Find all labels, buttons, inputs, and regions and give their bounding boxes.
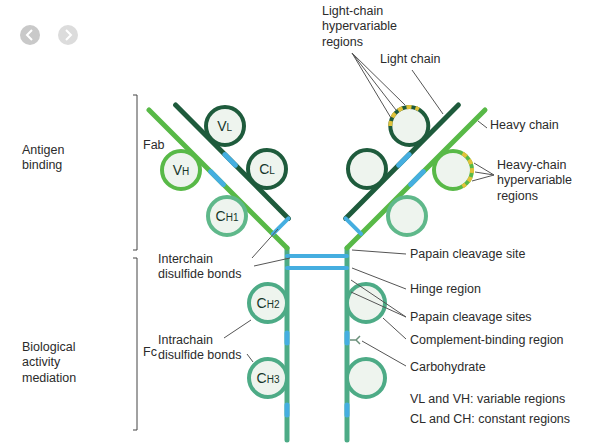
part-label: Fab <box>143 138 165 153</box>
part-label: Papain cleavage sites <box>410 310 532 325</box>
heavy-blue <box>411 172 424 185</box>
domain-label: CH1 <box>216 209 239 223</box>
domain-label: VH <box>173 163 190 177</box>
leader-line <box>412 70 443 114</box>
part-label: Complement-binding region <box>410 333 564 348</box>
hinge-bond <box>287 266 347 270</box>
domain-loop: CH1 <box>206 195 248 237</box>
forward-button <box>58 25 78 45</box>
leader-line <box>475 172 494 175</box>
domain-loop <box>434 151 472 189</box>
carbohydrate-branch <box>350 336 360 344</box>
stem-blue <box>285 405 290 415</box>
domain-label: VL <box>217 119 232 133</box>
fc-stems <box>287 248 347 440</box>
heavy-blue <box>211 172 224 185</box>
domain-loop: CH2 <box>247 282 289 324</box>
domain-loop <box>347 359 385 397</box>
part-label: Heavy chain <box>490 118 559 133</box>
light-blue <box>399 155 410 166</box>
part-label: Interchain disulfide bonds <box>158 252 253 283</box>
leader-line <box>352 250 406 254</box>
loop-circle <box>208 197 246 235</box>
part-label: CL and CH: constant regions <box>410 412 570 427</box>
stem-blue <box>345 405 350 415</box>
domain-label: CL <box>259 162 275 176</box>
domain-loop <box>390 107 428 145</box>
brackets <box>133 95 137 430</box>
heavy-hypervariable <box>463 154 473 187</box>
domain-loop: CH3 <box>247 357 289 399</box>
left-stem <box>285 248 290 440</box>
domain-loop: VL <box>204 105 246 147</box>
carbohydrate-glyph <box>350 336 360 344</box>
part-label: Heavy-chain hypervariable regions <box>497 158 597 204</box>
leader-line <box>252 229 278 258</box>
part-label: Light chain <box>380 52 440 67</box>
nav-buttons <box>20 25 78 45</box>
domain-label: CH3 <box>257 371 280 385</box>
leader-line <box>362 341 406 366</box>
forward-chevron <box>66 30 71 40</box>
leader-line <box>472 175 494 181</box>
loop-circle <box>162 151 200 189</box>
loop-circle <box>249 284 287 322</box>
domain-loop: VH <box>160 149 202 191</box>
domain-loop <box>348 150 386 188</box>
leader-line <box>383 318 406 339</box>
back-chevron <box>27 30 32 40</box>
loop-circle <box>249 359 287 397</box>
leader-line <box>247 354 253 362</box>
fc-bracket <box>133 258 137 430</box>
left-arm <box>149 105 288 248</box>
hypervariable-dashes <box>390 107 472 187</box>
domain-loop: CL <box>246 148 288 190</box>
part-label: Fc <box>143 345 157 360</box>
fab-bracket <box>133 95 137 250</box>
right-stem <box>345 248 350 440</box>
part-label: Biological activity mediation <box>22 340 102 386</box>
leader-line <box>478 121 487 128</box>
stem-blue <box>345 333 350 343</box>
leader-line <box>351 280 406 317</box>
hinge-bond <box>287 254 347 258</box>
loop-circle <box>248 150 286 188</box>
leader-line <box>254 258 290 266</box>
part-label: Light-chain hypervariable regions <box>322 4 422 50</box>
leader-line <box>474 163 494 175</box>
domain-label: CH2 <box>257 296 280 310</box>
domain-loop <box>388 197 426 235</box>
part-label: Antigen binding <box>22 143 97 174</box>
part-label: Papain cleavage site <box>410 247 525 262</box>
loop-circle <box>206 107 244 145</box>
part-label: Hinge region <box>410 282 481 297</box>
interchain-bond <box>346 218 362 234</box>
leader-line <box>351 292 406 317</box>
stem-blue <box>285 333 290 343</box>
light-hypervariable <box>390 107 419 126</box>
heavy-chain-line <box>149 110 287 248</box>
right-arm <box>346 105 485 248</box>
part-label: VL and VH: variable regions <box>410 392 565 407</box>
back-button <box>20 25 40 45</box>
light-blue <box>225 155 236 166</box>
leader-line <box>224 320 251 338</box>
part-label: Carbohydrate <box>410 360 486 375</box>
part-label: Intrachain disulfide bonds <box>158 333 253 364</box>
